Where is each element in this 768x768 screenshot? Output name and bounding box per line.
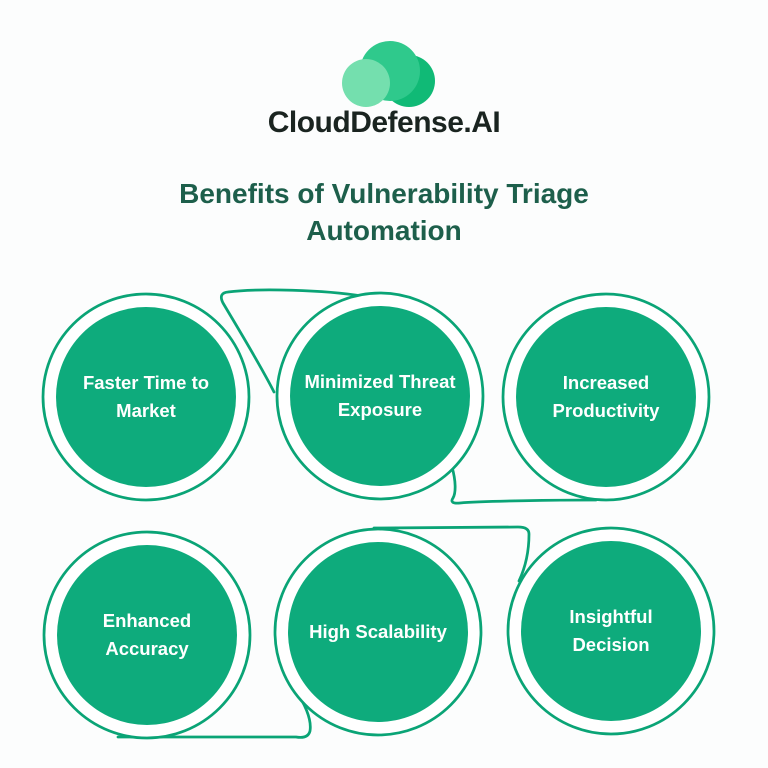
page-title-line1: Benefits of Vulnerability Triage <box>179 178 589 209</box>
benefit-circle-4 <box>57 545 237 725</box>
benefit-label-line: Productivity <box>552 400 660 421</box>
cloud-logo-icon <box>342 41 435 107</box>
benefit-circle-1 <box>56 307 236 487</box>
benefit-circle-5 <box>288 542 468 722</box>
benefit-label-minimized-threat-exposure: Minimized Threat Exposure <box>282 364 478 428</box>
benefit-label-line: High Scalability <box>309 621 447 643</box>
benefit-label-faster-time-to-market: Faster Time to Market <box>48 365 244 429</box>
benefit-label-increased-productivity: Increased Productivity <box>508 365 704 429</box>
ribbon-connector-row2-top <box>372 525 531 583</box>
benefit-label-enhanced-accuracy: Enhanced Accuracy <box>49 603 245 667</box>
benefit-label-line: Accuracy <box>105 638 189 659</box>
benefit-label-line: Minimized Threat <box>304 371 456 393</box>
benefit-label-high-scalability: High Scalability <box>280 600 476 664</box>
ribbon-connector-top-left <box>219 288 364 394</box>
page-title: Benefits of Vulnerability Triage Automat… <box>0 176 768 250</box>
brand-name: CloudDefense.AI <box>267 106 501 139</box>
benefit-circle-3 <box>516 307 696 487</box>
ribbon-connector-row1-bottom <box>450 465 598 505</box>
benefit-label-line: Decision <box>572 634 650 655</box>
benefit-label-line: Increased <box>562 372 650 394</box>
cloud-front-circle <box>342 59 390 107</box>
benefit-label-insightful-decision: Insightful Decision <box>513 599 709 663</box>
page-title-line2: Automation <box>306 214 462 246</box>
benefit-circle-2 <box>290 306 470 486</box>
benefit-label-line: Enhanced <box>102 610 192 632</box>
benefit-label-line: Market <box>116 400 176 421</box>
benefit-label-line: Insightful <box>569 606 653 628</box>
benefit-circle-6 <box>521 541 701 721</box>
benefit-label-line: Exposure <box>337 399 423 420</box>
benefit-label-line: Faster Time to <box>82 372 210 394</box>
